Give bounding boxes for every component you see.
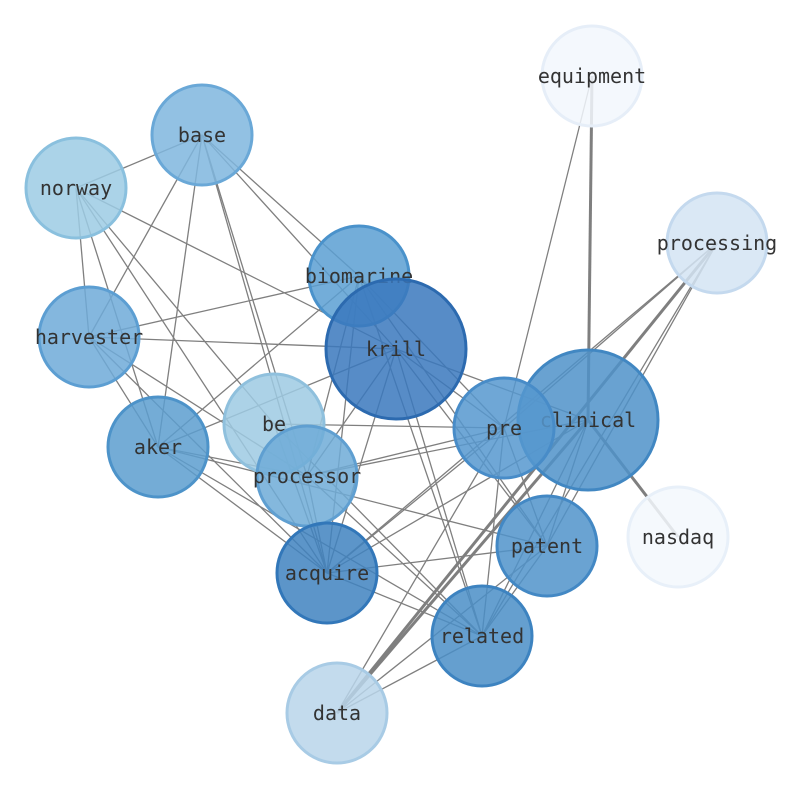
- node-pre: pre: [452, 376, 556, 480]
- node-circle-related: [430, 584, 534, 688]
- node-circle-pre: [452, 376, 556, 480]
- node-label-acquire: acquire: [285, 561, 369, 585]
- node-base: base: [150, 83, 254, 187]
- node-label-norway: norway: [40, 176, 112, 200]
- node-circle-norway: [24, 136, 128, 240]
- node-patent: patent: [495, 494, 599, 598]
- node-label-data: data: [313, 701, 361, 725]
- node-label-related: related: [440, 624, 524, 648]
- node-krill: krill: [324, 277, 468, 421]
- node-harvester: harvester: [35, 285, 143, 389]
- node-label-processor: processor: [253, 464, 361, 488]
- edge-pre-data: [336, 427, 505, 714]
- node-processor: processor: [253, 424, 361, 528]
- edge-pre-equipment: [503, 75, 593, 429]
- node-processing: processing: [657, 191, 777, 295]
- node-circle-krill: [324, 277, 468, 421]
- node-layer: equipmentbasenorwayprocessingbiomarineha…: [24, 24, 777, 765]
- node-circle-equipment: [540, 24, 644, 128]
- node-aker: aker: [106, 395, 210, 499]
- node-label-aker: aker: [134, 435, 182, 459]
- node-label-base: base: [178, 123, 226, 147]
- node-circle-processing: [665, 191, 769, 295]
- node-circle-harvester: [37, 285, 141, 389]
- node-label-equipment: equipment: [538, 64, 646, 88]
- node-circle-patent: [495, 494, 599, 598]
- node-circle-nasdaq: [626, 485, 730, 589]
- node-label-krill: krill: [366, 337, 426, 361]
- node-circle-data: [285, 661, 389, 765]
- node-circle-acquire: [275, 521, 379, 625]
- node-label-harvester: harvester: [35, 325, 143, 349]
- node-label-patent: patent: [511, 534, 583, 558]
- node-clinical: clinical: [516, 348, 660, 492]
- node-label-processing: processing: [657, 231, 777, 255]
- node-related: related: [430, 584, 534, 688]
- node-circle-aker: [106, 395, 210, 499]
- node-circle-base: [150, 83, 254, 187]
- node-label-pre: pre: [486, 416, 522, 440]
- node-nasdaq: nasdaq: [626, 485, 730, 589]
- node-label-nasdaq: nasdaq: [642, 525, 714, 549]
- edge-processing-data: [335, 242, 719, 714]
- node-data: data: [285, 661, 389, 765]
- node-label-clinical: clinical: [540, 408, 636, 432]
- node-acquire: acquire: [275, 521, 379, 625]
- node-equipment: equipment: [538, 24, 646, 128]
- edge-base-aker: [157, 134, 203, 448]
- node-norway: norway: [24, 136, 128, 240]
